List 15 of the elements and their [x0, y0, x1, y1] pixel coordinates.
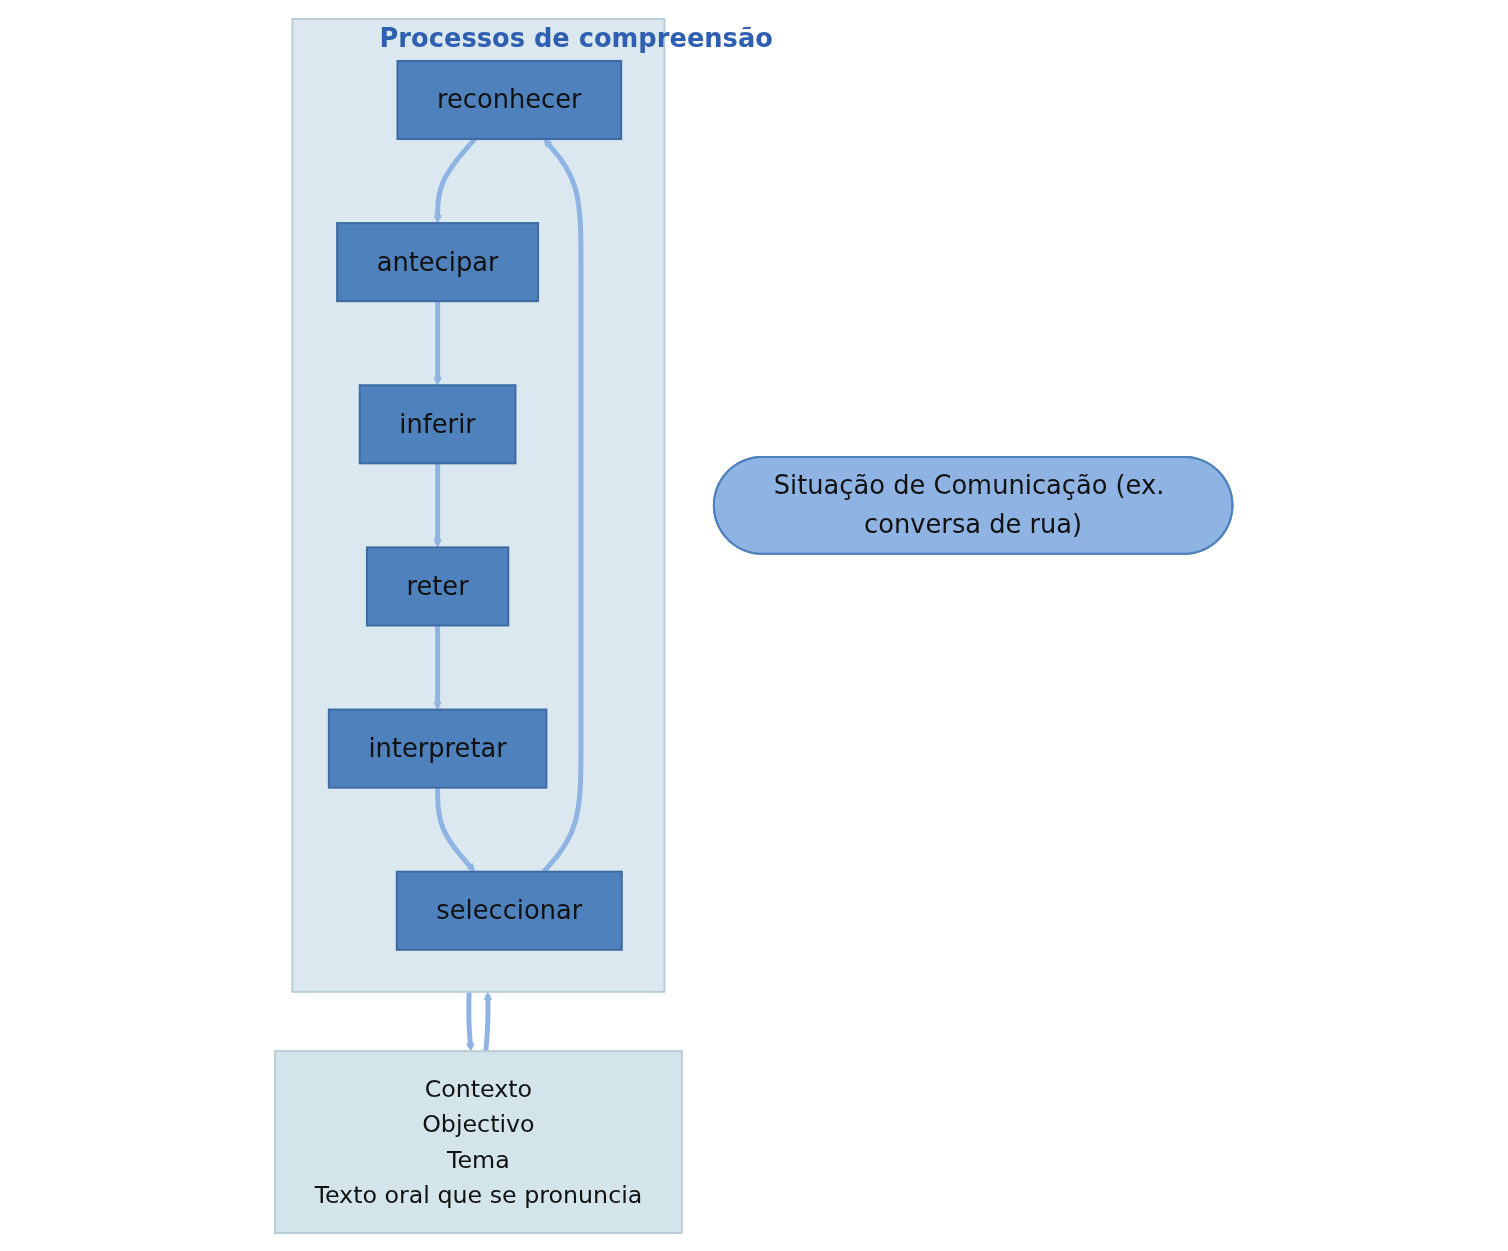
arrow	[433, 300, 443, 386]
arrow	[433, 462, 443, 548]
node-box: seleccionar	[396, 870, 624, 951]
node-box: reter	[366, 545, 510, 626]
arrow	[466, 991, 475, 1052]
node-box: antecipar	[336, 221, 540, 302]
node-box: inferir	[359, 383, 517, 464]
node-label: Processos de compreensão	[379, 22, 774, 53]
arrow	[433, 625, 443, 710]
arrow	[435, 787, 476, 872]
arrow	[542, 138, 584, 873]
node-box: reconhecer	[396, 59, 623, 140]
node-box: interpretar	[328, 708, 548, 789]
arrow	[483, 990, 493, 1051]
node-box: Contexto Objectivo Tema Texto oral que se pronuncia	[274, 1049, 684, 1234]
